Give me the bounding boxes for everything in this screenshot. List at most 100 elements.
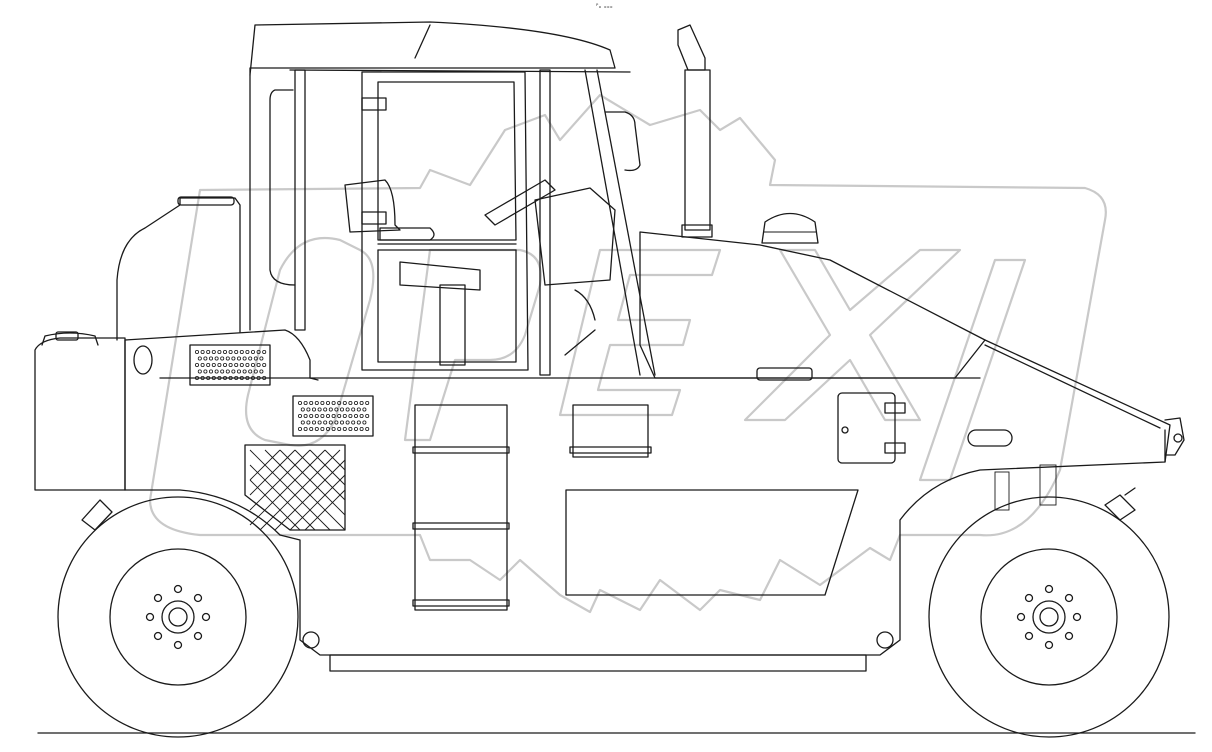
watermark-logo (148, 93, 1107, 614)
grille-hole (359, 400, 364, 405)
grille-hole (245, 349, 250, 354)
grille-hole (365, 413, 370, 418)
grille-hole (228, 375, 233, 380)
grille-hole (206, 375, 211, 380)
ballast-panel (565, 489, 859, 596)
grille-hole (348, 400, 353, 405)
grille-hole (297, 400, 302, 405)
grille-hole (297, 413, 302, 418)
tool-box (572, 404, 649, 458)
seat-pedestal (439, 284, 466, 366)
grille-hole (231, 356, 236, 361)
grille-hole (362, 420, 367, 425)
grille-hole (300, 420, 305, 425)
grille-hole (231, 369, 236, 374)
grille-hole (337, 426, 342, 431)
grille-hole (200, 362, 205, 367)
grille-hole (245, 375, 250, 380)
grille-hole (220, 369, 225, 374)
rear-fuel-tank (34, 337, 126, 491)
watermark-gear-outline (148, 93, 1107, 614)
seat-armrest (399, 261, 481, 291)
grille-hole (222, 375, 227, 380)
grille-hole (314, 413, 319, 418)
rear-port-oval (133, 345, 153, 375)
grille-hole (253, 369, 258, 374)
vent-grille-upper (189, 344, 271, 386)
tool-box-base (569, 446, 652, 454)
front-rim (980, 548, 1118, 686)
vent-grille-lower (292, 395, 374, 437)
water-tank (414, 404, 508, 611)
grille-hole (297, 426, 302, 431)
front-wheel-bolts (1016, 584, 1082, 650)
roof-rain-gutter (289, 69, 631, 73)
watermark-letter-o (244, 236, 375, 447)
grille-hole (234, 375, 239, 380)
grille-hole (339, 407, 344, 412)
grille-hole (222, 349, 227, 354)
grille-hole (348, 426, 353, 431)
grille-hole (239, 375, 244, 380)
grille-hole (250, 362, 255, 367)
door-lock (841, 426, 849, 434)
rear-wheel (57, 496, 299, 738)
grille-hole (236, 356, 241, 361)
grille-hole (331, 400, 336, 405)
hood-step (756, 367, 813, 381)
exhaust-muffler (684, 69, 711, 231)
grille-hole (206, 349, 211, 354)
cab-door-window (377, 81, 517, 241)
cab-rear-post (294, 69, 306, 331)
grille-hole (228, 349, 233, 354)
grille-hole (337, 413, 342, 418)
grille-hole (211, 362, 216, 367)
grille-hole (211, 375, 216, 380)
grille-hole (300, 407, 305, 412)
front-light-bracket (1104, 494, 1136, 521)
grille-hole (200, 375, 205, 380)
door-hinge-upper (361, 97, 387, 111)
grille-hole (314, 426, 319, 431)
grille-hole (214, 356, 219, 361)
battery-access-door (837, 392, 896, 464)
grille-hole (242, 369, 247, 374)
grille-hole (239, 362, 244, 367)
grille-hole (208, 356, 213, 361)
grille-hole (250, 375, 255, 380)
front-handrail (604, 111, 641, 172)
front-hub (1032, 600, 1066, 634)
grille-hole (217, 375, 222, 380)
grille-hole (256, 349, 261, 354)
rear-light-bracket (81, 499, 113, 531)
grille-hole (365, 426, 370, 431)
grille-hole (248, 369, 253, 374)
front-tire (928, 496, 1170, 738)
control-lever (564, 329, 596, 356)
mesh-panel (244, 444, 346, 531)
door-hinge-bottom (884, 442, 906, 454)
grille-hole (325, 413, 330, 418)
grille-hole (303, 400, 308, 405)
grille-hole (253, 356, 258, 361)
grille-hole (306, 420, 311, 425)
grille-hole (309, 426, 314, 431)
grille-hole (200, 349, 205, 354)
left-tie-point (302, 631, 320, 649)
front-light-stalk (1124, 487, 1136, 496)
air-cleaner (761, 212, 819, 244)
grille-hole (353, 426, 358, 431)
mesh-panel-hatching (249, 449, 346, 531)
grille-hole (242, 356, 247, 361)
watermark-letter-p (403, 248, 542, 442)
grille-hole (225, 356, 230, 361)
grille-hole (314, 400, 319, 405)
cab-roof (249, 21, 616, 76)
grille-hole (323, 407, 328, 412)
grille-hole (225, 369, 230, 374)
grille-hole (303, 426, 308, 431)
grille-hole (345, 407, 350, 412)
hydraulic-tank (116, 197, 241, 341)
main-chassis (124, 24, 1185, 672)
